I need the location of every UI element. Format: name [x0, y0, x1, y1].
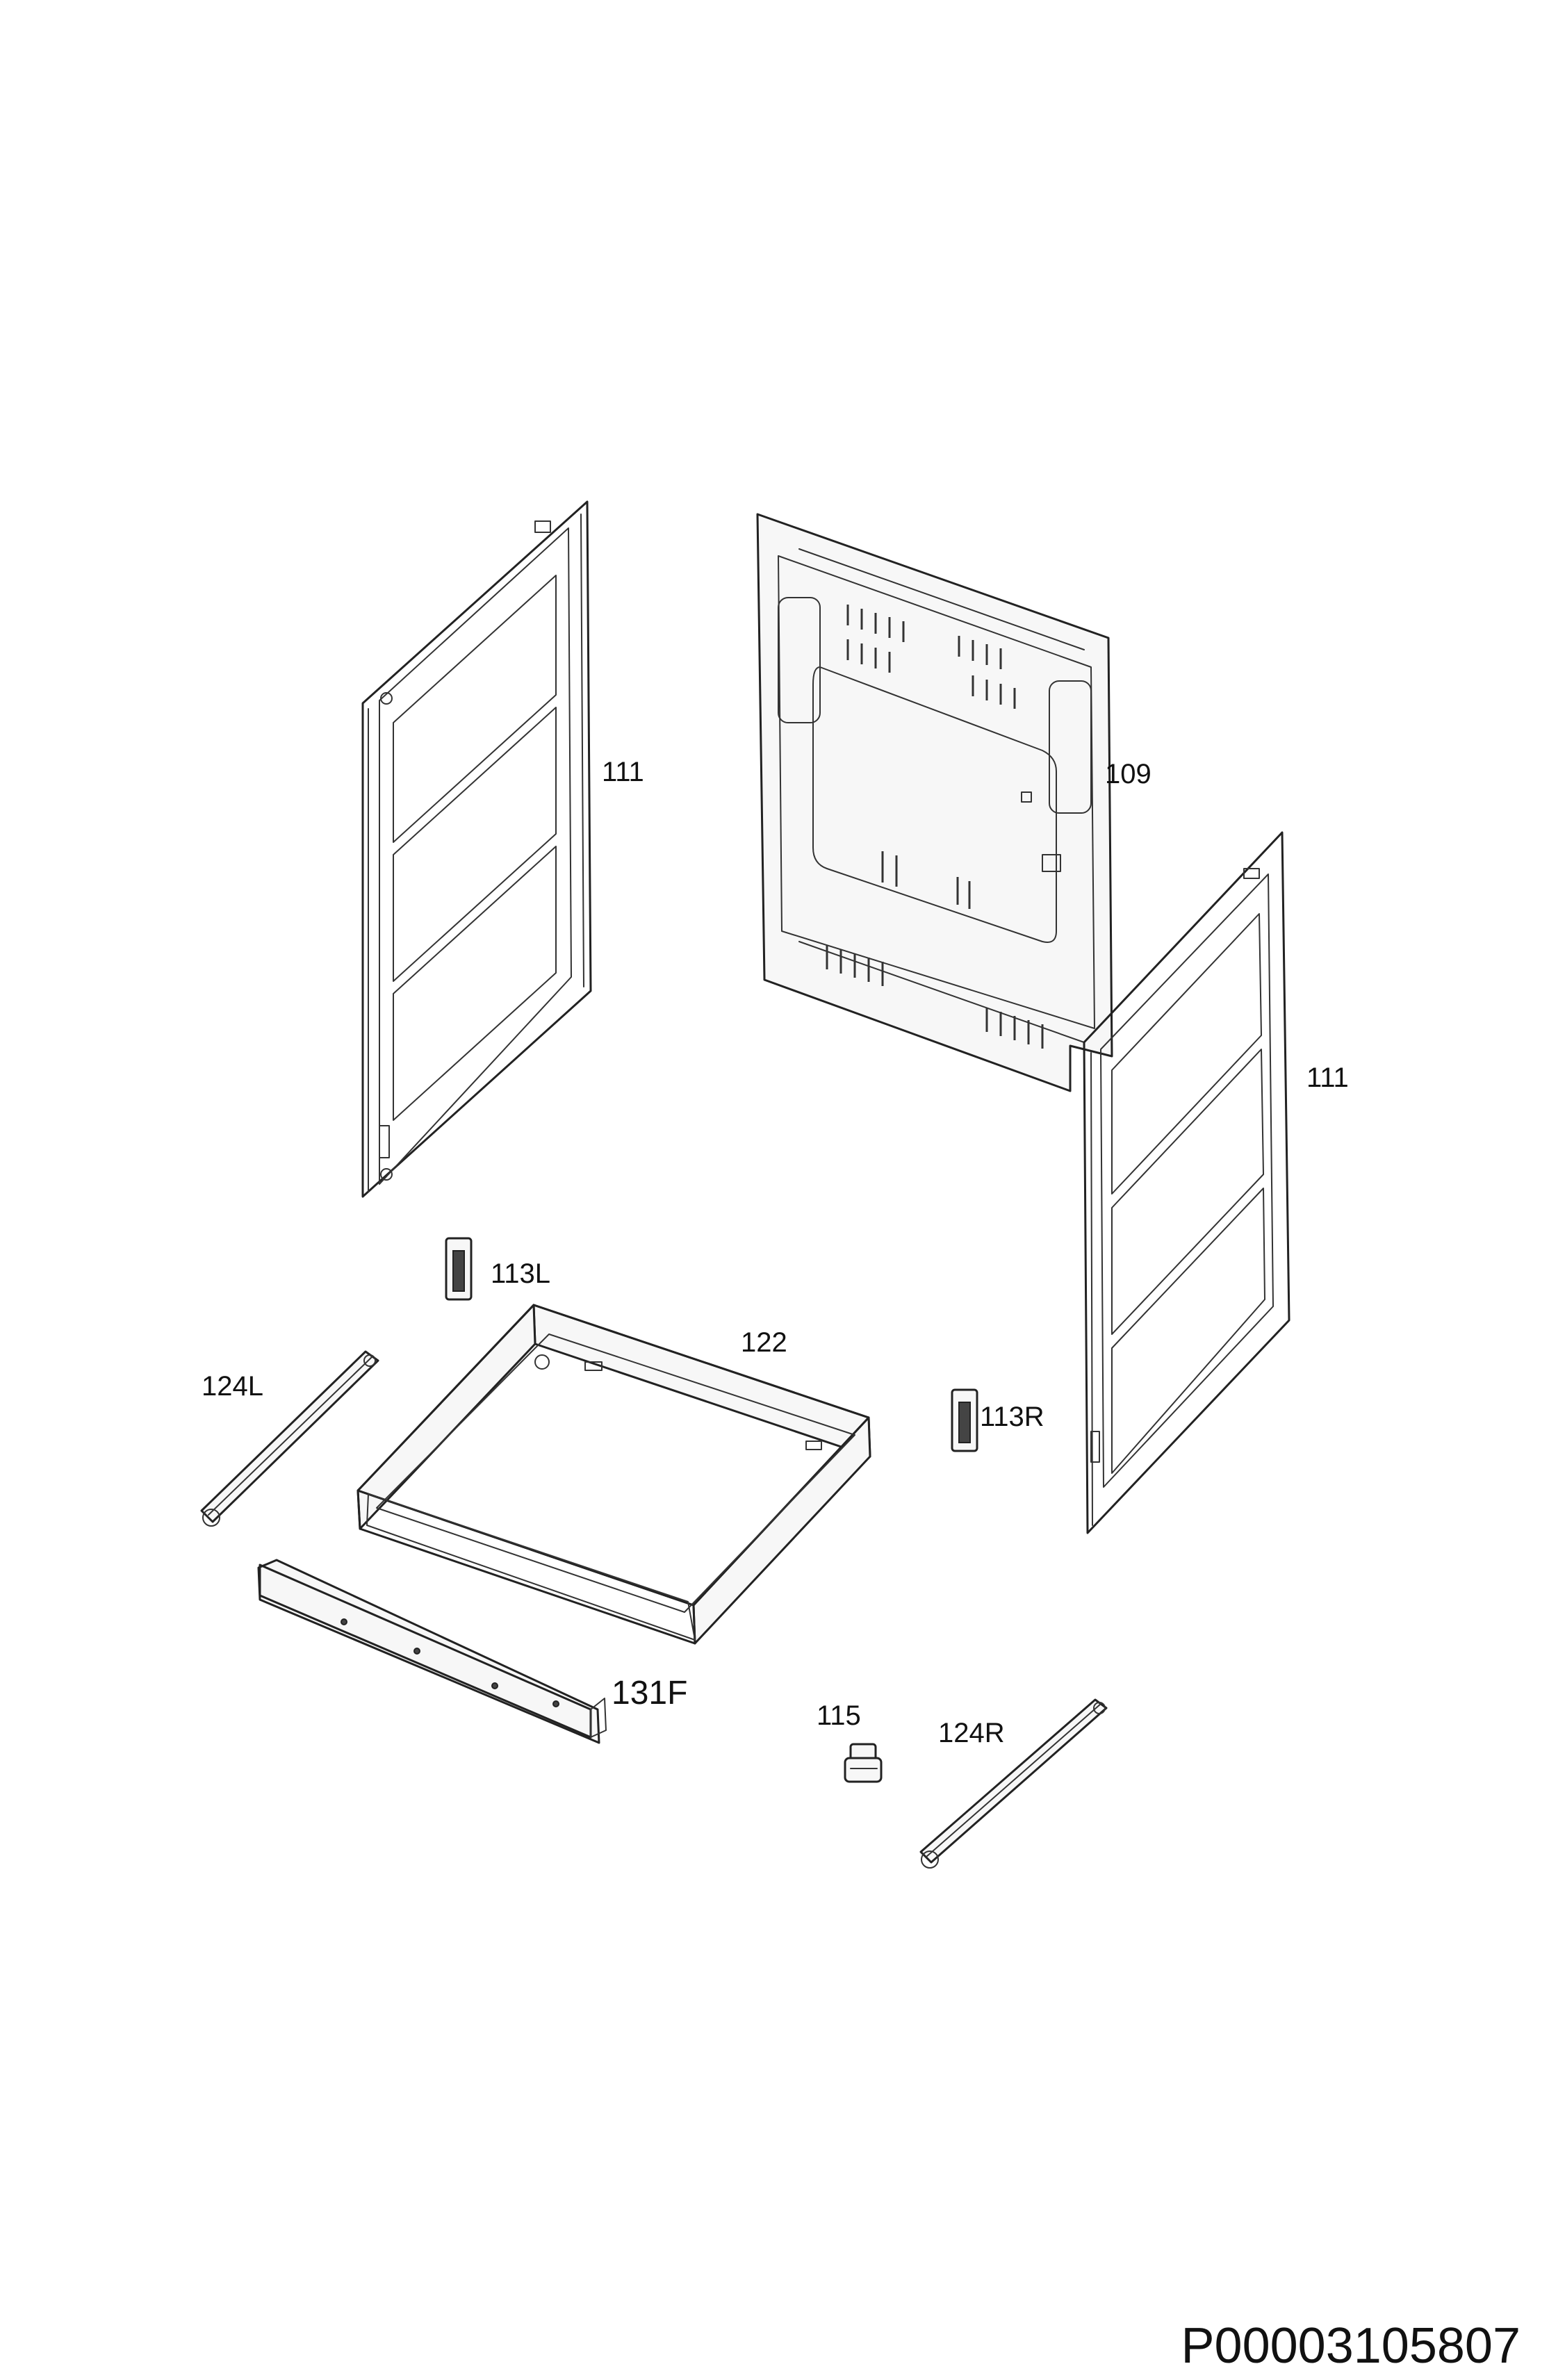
label-hinge-left: 113L [491, 1258, 550, 1289]
runner-left [200, 1350, 379, 1527]
label-side-panel-right: 111 [1306, 1062, 1349, 1093]
label-side-panel-left: 111 [602, 757, 644, 787]
label-front-panel: 131F [612, 1675, 687, 1712]
label-runner-left: 124L [202, 1371, 263, 1402]
label-foot: 115 [817, 1700, 861, 1731]
foot [844, 1743, 883, 1783]
hinge-right [951, 1388, 978, 1452]
back-panel [756, 513, 1113, 1092]
label-drawer-tray: 122 [741, 1327, 787, 1358]
hinge-left [445, 1237, 473, 1301]
label-back-panel: 109 [1105, 759, 1151, 789]
side-panel-left [361, 500, 592, 1198]
back-panel-vent-slots-bottom [826, 945, 1044, 1049]
front-panel [257, 1559, 607, 1744]
back-panel-vent-slots-top [846, 605, 1016, 709]
back-panel-vent-slots-middle [881, 791, 1061, 909]
runner-right [919, 1698, 1108, 1869]
label-runner-right: 124R [938, 1718, 1005, 1748]
label-hinge-right: 113R [980, 1402, 1044, 1432]
document-code: P00003105807 [1181, 2318, 1521, 2374]
side-panel-right [1083, 831, 1290, 1534]
drawer-tray [356, 1304, 871, 1645]
